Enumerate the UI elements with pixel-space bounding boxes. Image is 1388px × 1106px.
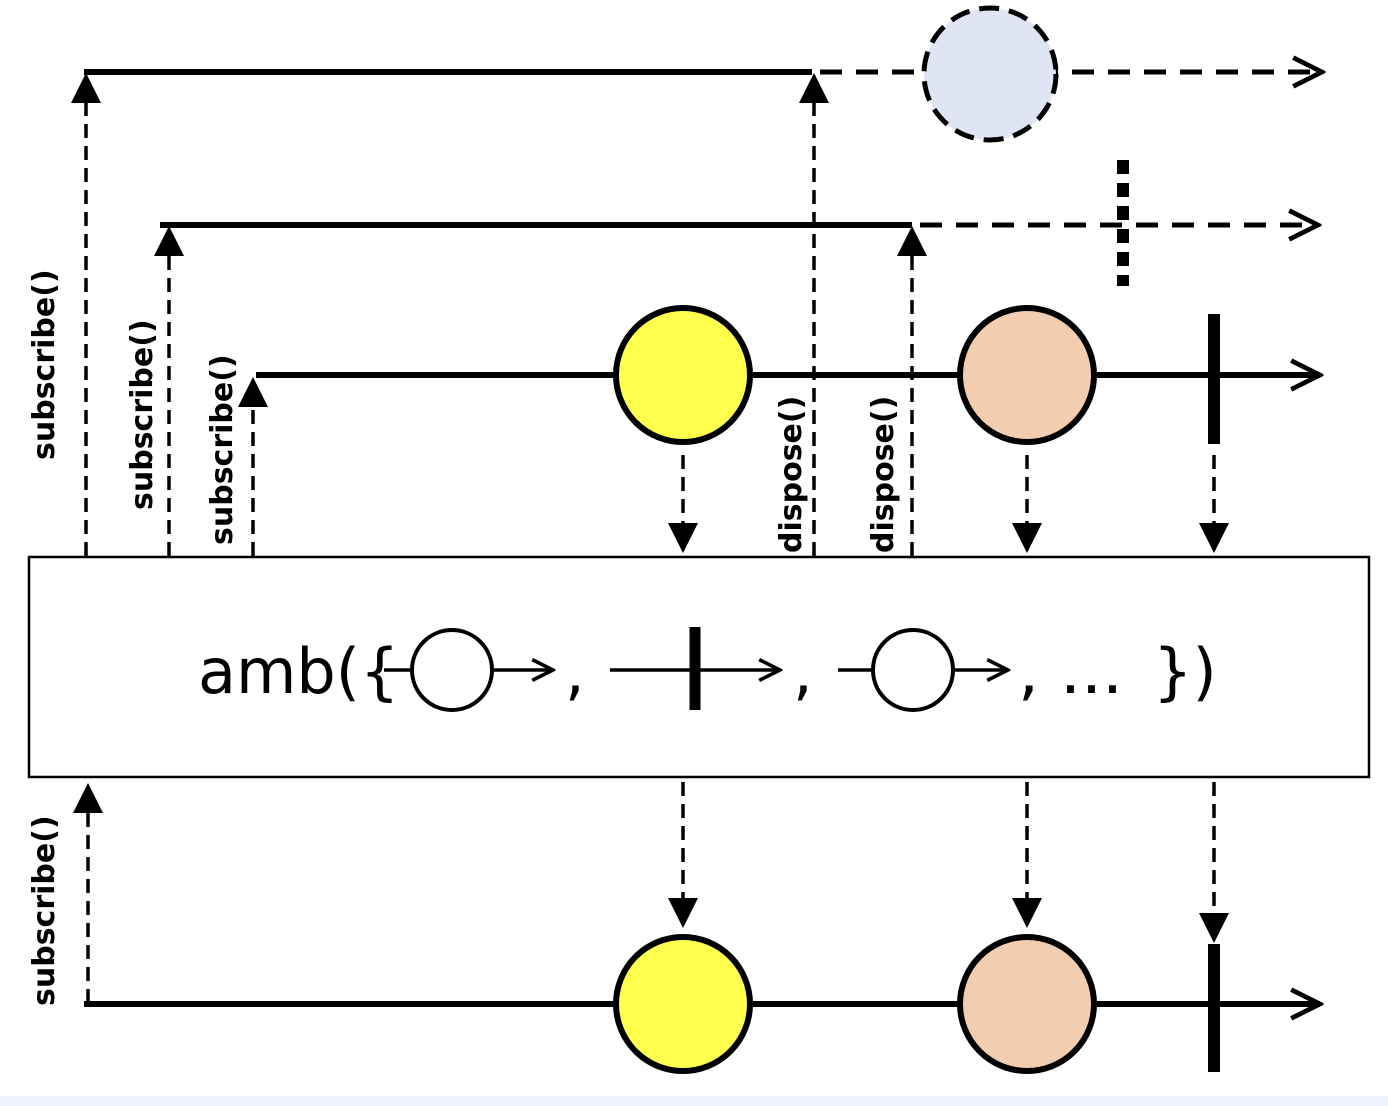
dispose-label-2: dispose() [866, 396, 901, 553]
subscribe-label-2: subscribe() [125, 319, 160, 510]
operator-label: amb({ , , , ... }) [198, 627, 1217, 712]
operator-sep-2: , [793, 635, 813, 708]
ghost-marble [921, 5, 1059, 143]
bottom-strip [0, 1096, 1388, 1106]
result-timeline [84, 934, 1320, 1074]
result-yellow-marble [613, 934, 753, 1074]
dispose-label-1: dispose() [774, 396, 809, 553]
emission-arrows-out [668, 782, 1229, 943]
result-peach-marble [957, 934, 1097, 1074]
dispose-arrows [799, 73, 927, 556]
source-3-timeline [256, 305, 1320, 445]
operator-ellipsis: , ... [1018, 635, 1123, 708]
operator-suffix: }) [1153, 635, 1217, 708]
mini-source-error-icon [610, 627, 780, 710]
source-2-timeline [160, 160, 1318, 286]
operator-prefix: amb({ [198, 635, 399, 708]
mini-source-marble-icon-2 [838, 628, 1008, 712]
mini-source-marble-icon [384, 628, 553, 712]
operator-sep-1: , [565, 635, 585, 708]
subscribe-label-1: subscribe() [27, 269, 62, 460]
source-1-timeline [84, 5, 1322, 143]
peach-marble [957, 305, 1097, 445]
subscribe-label-3: subscribe() [205, 354, 240, 545]
result-subscribe-label: subscribe() [27, 815, 62, 1006]
yellow-marble [613, 305, 753, 445]
emission-arrows-in [668, 455, 1229, 553]
subscribe-arrows [71, 73, 268, 556]
